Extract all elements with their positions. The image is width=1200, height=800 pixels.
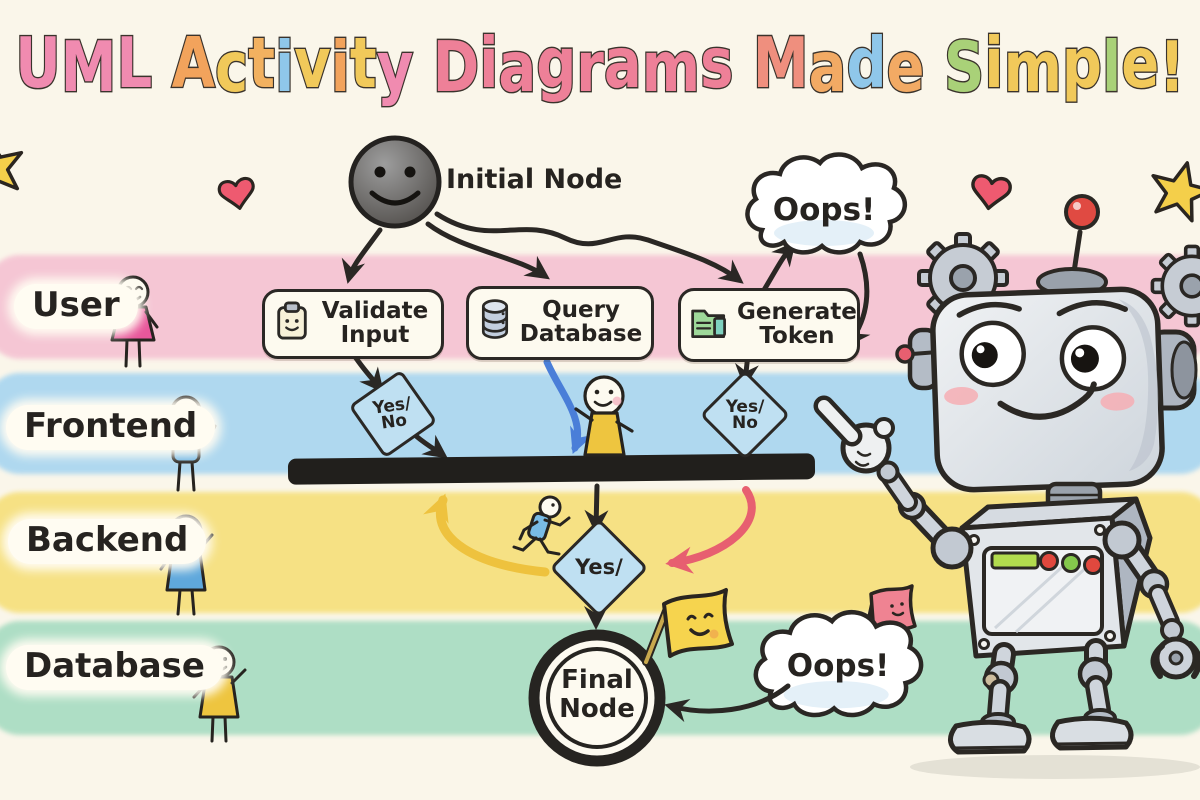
star-left-icon (0, 136, 24, 199)
robot-button-green (1061, 553, 1081, 573)
oops-callout-bottom-label: Oops! (786, 648, 890, 684)
robot-torso (959, 496, 1153, 659)
database-icon (477, 297, 513, 349)
arrow-retry-yellow (423, 493, 550, 577)
arrow-generate-cloud (761, 241, 796, 293)
arrow-query-bar-blue (543, 358, 594, 454)
robot-indicator-bar (990, 551, 1040, 570)
robot-right-arm (1102, 520, 1200, 680)
running-figure (512, 495, 571, 556)
lane-label-frontend: Frontend (6, 405, 216, 450)
lane-label-user: User (14, 284, 138, 329)
robot-pointing-arm (813, 395, 974, 570)
lane-label-database: Database (6, 645, 223, 690)
waving-figure-frontend (574, 375, 634, 457)
oops-cloud-bottom (664, 584, 924, 723)
robot-smile (997, 381, 1097, 420)
robot-boot-right (1050, 715, 1134, 751)
heart-left-icon (217, 176, 255, 210)
clipboard-icon (273, 300, 311, 348)
final-node (528, 629, 666, 767)
robot-shadow (910, 755, 1200, 779)
star-right-icon (1151, 161, 1200, 223)
lane-label-backend: Backend (8, 519, 207, 564)
arrow-initial-query (425, 221, 550, 280)
robot-claw-hand (1150, 636, 1200, 680)
robot-boot-left (948, 719, 1032, 755)
robot-pointing-hand (813, 395, 895, 474)
fork-join-bar (287, 453, 816, 485)
robot-antenna (1036, 194, 1108, 297)
arrow-initial-generate (434, 211, 744, 284)
robot (813, 194, 1200, 779)
arrow-initial-validate (341, 227, 383, 284)
arrow-decision1-bar (413, 433, 448, 459)
initial-node-label: Initial Node (446, 164, 623, 195)
gear-icon-right (1150, 244, 1200, 328)
arrow-error-red (665, 486, 756, 574)
robot-legs (948, 638, 1134, 755)
page-title: UML Activity Diagrams Made Simple! (14, 23, 1186, 110)
oops-cloud-top (745, 152, 907, 255)
folder-icon (689, 302, 731, 348)
robot-button-red (1039, 551, 1059, 571)
robot-eyebrow-right (1056, 299, 1128, 317)
oops-callout-top-label: Oops! (772, 192, 876, 228)
initial-node (348, 135, 442, 229)
robot-cheek-right (1100, 392, 1135, 411)
robot-head (930, 286, 1165, 493)
robot-button-red2 (1083, 555, 1103, 575)
robot-cheek-left (944, 386, 979, 406)
robot-eyebrow-left (956, 301, 1022, 318)
robot-eye-left (959, 320, 1026, 388)
arrow-cloud-final (664, 683, 791, 723)
heart-right-icon (971, 174, 1012, 211)
final-flag-icon (642, 588, 734, 666)
robot-eye-right (1059, 325, 1127, 392)
